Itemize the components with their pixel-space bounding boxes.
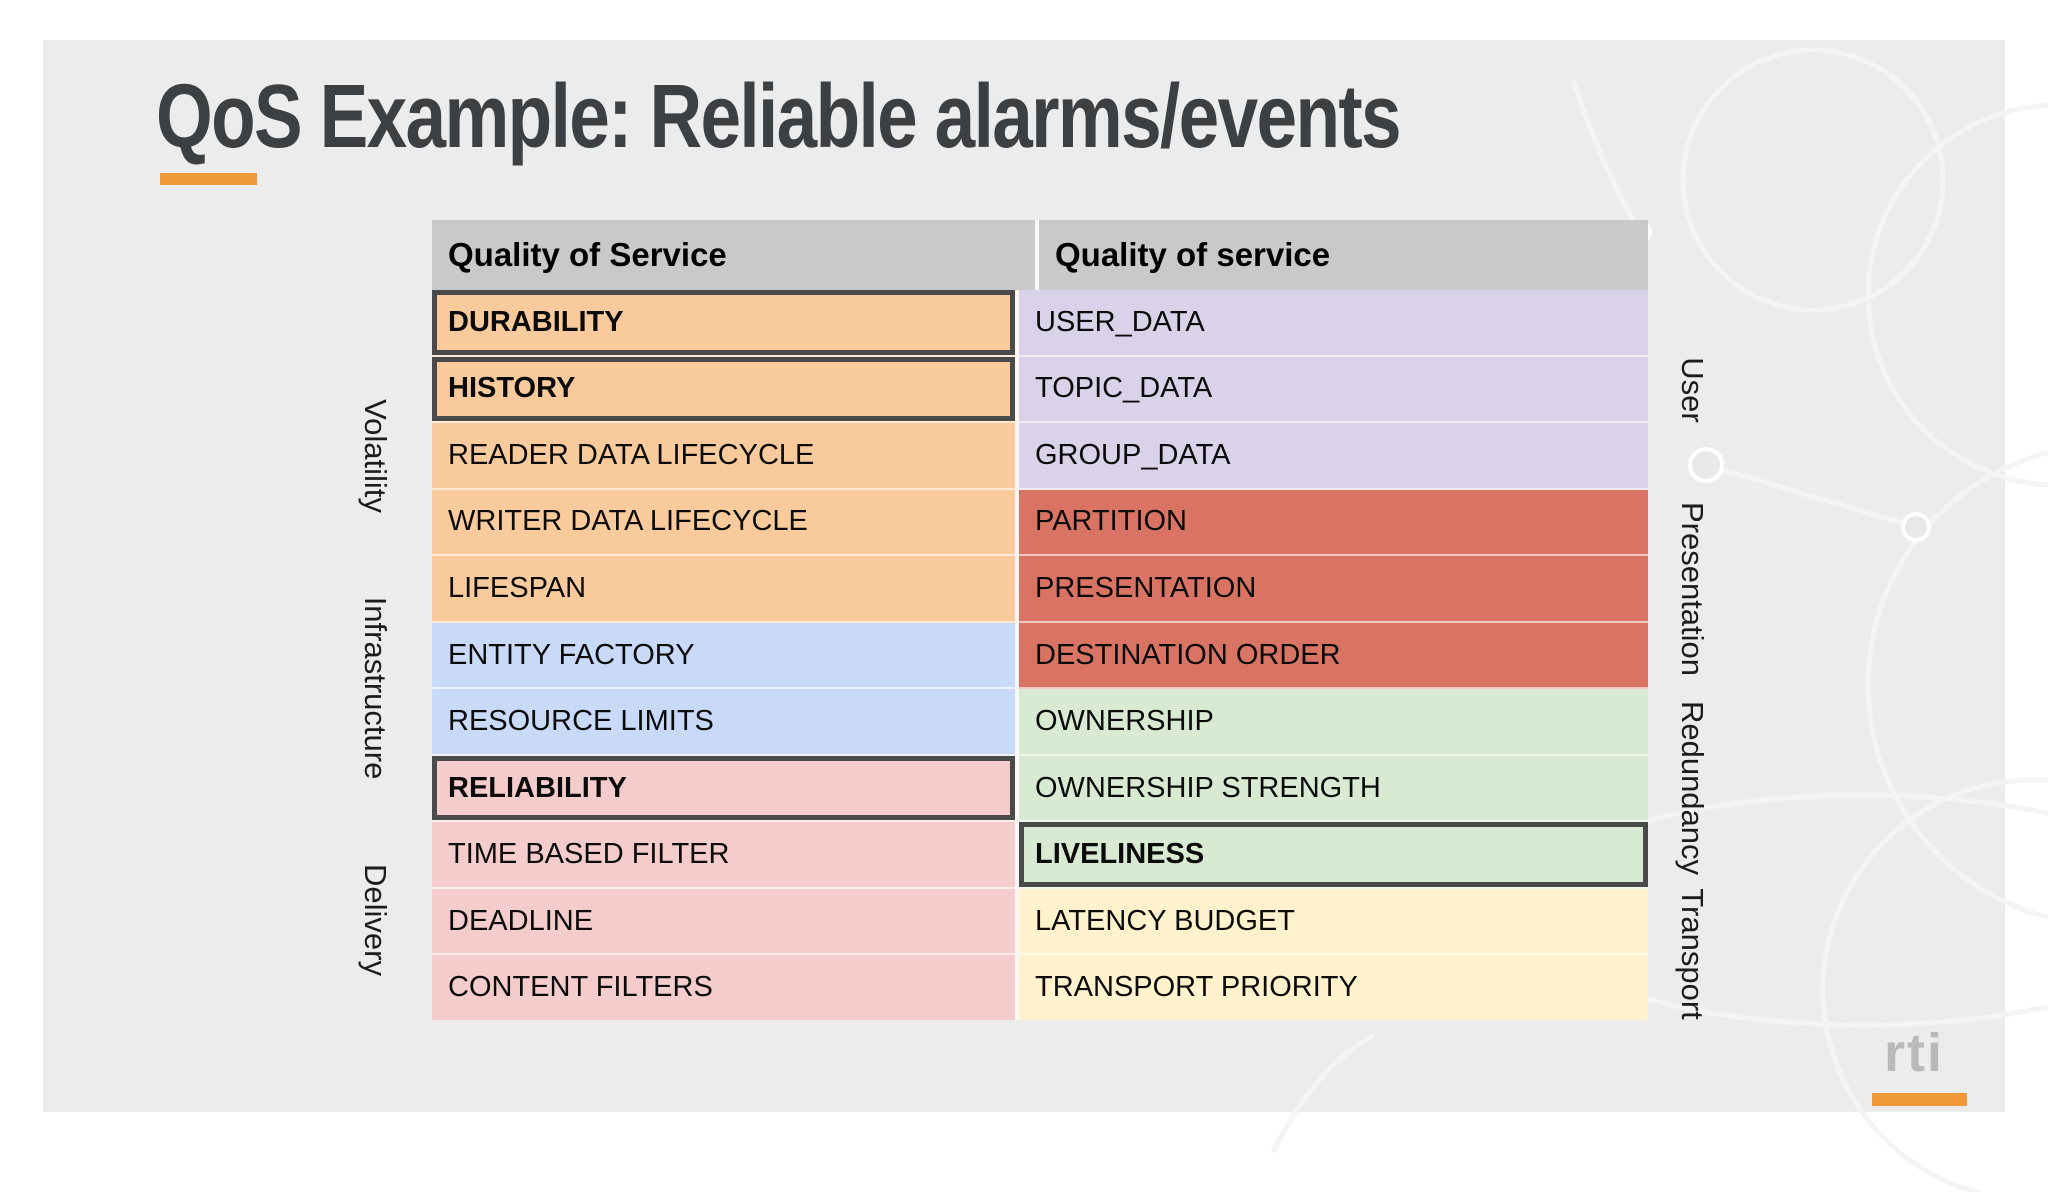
rti-logo: rti [1884, 1023, 1944, 1083]
group-label-transport: Transport [1675, 888, 1710, 1020]
table-row: LIVELINESS [1019, 822, 1648, 889]
table-header-row: Quality of Service Quality of service [432, 220, 1648, 290]
table-row: DEADLINE [432, 888, 1019, 956]
table-row: OWNERSHIP STRENGTH [1019, 755, 1648, 823]
table-row: OWNERSHIP [1019, 689, 1648, 756]
table-row: TRANSPORT PRIORITY [1019, 955, 1648, 1021]
table-row: GROUP_DATA [1019, 423, 1648, 490]
table-row: LATENCY BUDGET [1019, 888, 1648, 956]
group-label-delivery: Delivery [358, 864, 393, 976]
table-row: TOPIC_DATA [1019, 356, 1648, 424]
table-header-left: Quality of Service [432, 220, 1039, 290]
group-label-user: User [1675, 357, 1710, 423]
page-title: QoS Example: Reliable alarms/events [156, 67, 1402, 167]
group-label-redundancy: Redundancy [1675, 700, 1710, 876]
table-row: HISTORY [432, 356, 1019, 424]
title-underline-bar [160, 173, 257, 185]
table-row: USER_DATA [1019, 290, 1648, 357]
table-row: PRESENTATION [1019, 556, 1648, 623]
table-row: DESTINATION ORDER [1019, 622, 1648, 690]
group-label-volatility: Volatility [358, 399, 393, 513]
group-label-presentation: Presentation [1675, 501, 1710, 677]
table-row: ENTITY FACTORY [432, 622, 1019, 690]
table-row: READER DATA LIFECYCLE [432, 423, 1019, 490]
table-row: TIME BASED FILTER [432, 822, 1019, 889]
table-row: RESOURCE LIMITS [432, 689, 1019, 756]
table-row: RELIABILITY [432, 755, 1019, 823]
table-row: PARTITION [1019, 489, 1648, 557]
table-header-right: Quality of service [1039, 220, 1648, 290]
table-row: LIFESPAN [432, 556, 1019, 623]
table-row: CONTENT FILTERS [432, 955, 1019, 1021]
group-label-infrastructure: Infrastructure [358, 596, 393, 780]
logo-underline-bar [1872, 1093, 1967, 1106]
qos-table: Quality of Service Quality of service DU… [432, 220, 1648, 1021]
table-row: WRITER DATA LIFECYCLE [432, 489, 1019, 557]
table-row: DURABILITY [432, 290, 1019, 357]
